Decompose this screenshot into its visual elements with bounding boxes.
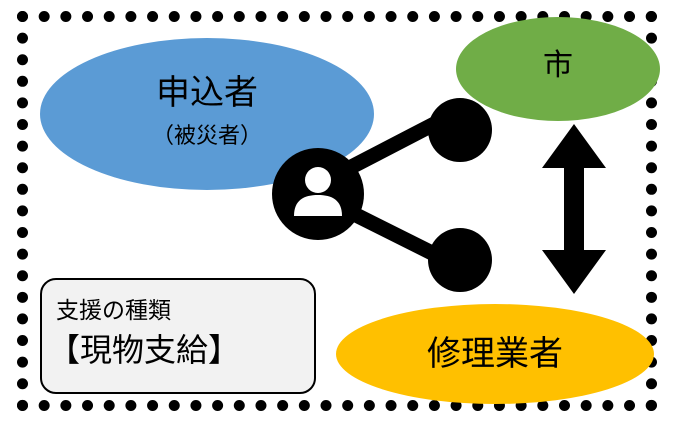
support-type-value: 【現物支給】 xyxy=(48,331,241,369)
city-node: 市 xyxy=(456,17,660,121)
support-type-title: 支援の種類 xyxy=(56,298,171,324)
support-type-box: 支援の種類 【現物支給】 xyxy=(40,278,316,394)
repairer-node: 修理業者 xyxy=(336,304,654,404)
share-node-top xyxy=(428,98,492,162)
user-head xyxy=(305,167,331,193)
user-node-disc xyxy=(272,148,364,240)
dotted-frame xyxy=(17,11,657,411)
share-network-icon xyxy=(272,98,492,292)
user-body xyxy=(294,195,342,216)
double-arrow-icon xyxy=(542,124,606,294)
double-arrow-shape xyxy=(542,124,606,294)
user-icon xyxy=(272,148,364,240)
share-node-bottom xyxy=(428,228,492,292)
city-label: 市 xyxy=(543,48,573,83)
applicant-sublabel: （被災者） xyxy=(151,124,262,149)
applicant-label: 申込者 xyxy=(156,73,258,113)
repairer-label: 修理業者 xyxy=(427,334,563,374)
